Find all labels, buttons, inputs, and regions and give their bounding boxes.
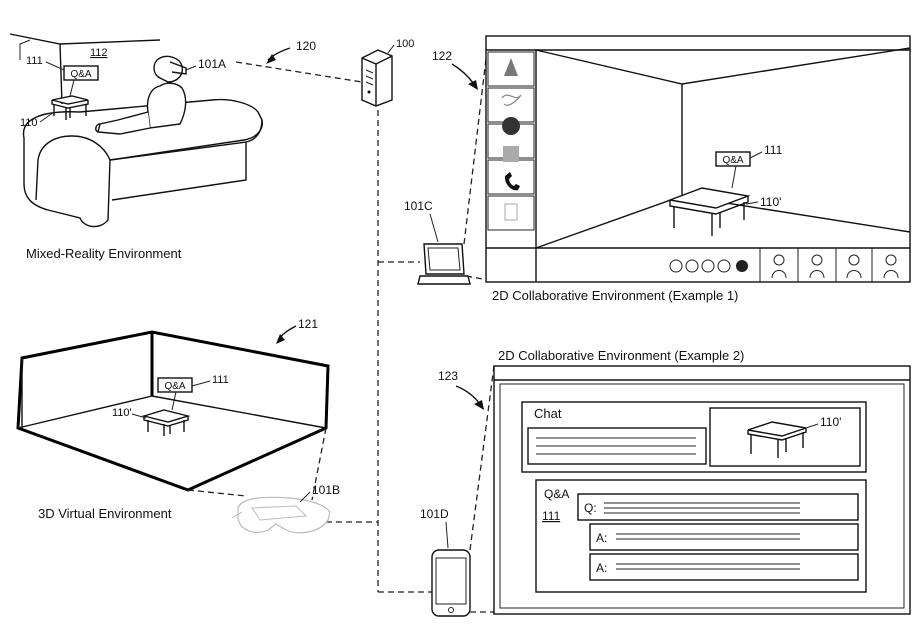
scribble-icon [501, 94, 522, 106]
collab-window-example-1 [485, 35, 911, 283]
answer-1-prefix: A: [596, 531, 607, 545]
ref-101a: 101A [198, 57, 226, 71]
mixed-reality-scene [9, 33, 263, 228]
caption-mixed-reality: Mixed-Reality Environment [26, 246, 182, 261]
bottom-toolbar [669, 248, 873, 282]
qa-panel-ref: 111 [542, 509, 561, 523]
ref-100: 100 [396, 38, 414, 50]
caption-collab-1: 2D Collaborative Environment (Example 1) [492, 288, 738, 303]
ref-111-example-1: 111 [764, 143, 783, 157]
qa-panel-label: Q&A [544, 487, 569, 501]
caption-virtual: 3D Virtual Environment [38, 506, 172, 521]
server-icon [361, 49, 393, 107]
ref-111-mixed: 111 [26, 55, 43, 67]
chat-label: Chat [534, 406, 562, 421]
answer-2-prefix: A: [596, 561, 607, 575]
ref-110: 110 [20, 117, 38, 129]
grid-icon [503, 146, 519, 162]
ref-101c: 101C [404, 199, 433, 213]
laptop-icon [417, 243, 471, 285]
virtual-environment-scene [16, 330, 330, 492]
document-icon [504, 203, 518, 221]
question-prefix: Q: [584, 501, 597, 515]
qa-panel [535, 479, 867, 593]
ref-110p-example-1: 110' [760, 195, 781, 209]
qa-tag-virtual: Q&A [164, 381, 185, 392]
caption-collab-2: 2D Collaborative Environment (Example 2) [498, 348, 744, 363]
ref-110p-virtual: 110' [112, 407, 132, 419]
participant-avatars [771, 254, 899, 279]
ref-122: 122 [432, 49, 452, 63]
ref-120: 120 [296, 39, 316, 53]
qa-tag-mixed-reality: Q&A [70, 69, 91, 80]
qa-tag-example-1: Q&A [722, 155, 743, 166]
ref-101b: 101B [312, 483, 340, 497]
ref-110p-example-2: 110' [820, 415, 841, 429]
ref-112: 112 [90, 47, 108, 59]
tree-icon [504, 58, 518, 76]
chat-panel [521, 401, 867, 473]
ref-123: 123 [438, 369, 458, 383]
phone-icon [504, 172, 520, 191]
vr-headset-icon [231, 496, 331, 534]
ref-101d: 101D [420, 507, 449, 521]
ref-111-virtual: 111 [212, 374, 229, 386]
globe-icon [502, 117, 520, 135]
smartphone-icon [431, 549, 471, 617]
network-connections [235, 61, 432, 593]
collab-window-example-2 [493, 365, 911, 615]
ref-121: 121 [298, 317, 318, 331]
